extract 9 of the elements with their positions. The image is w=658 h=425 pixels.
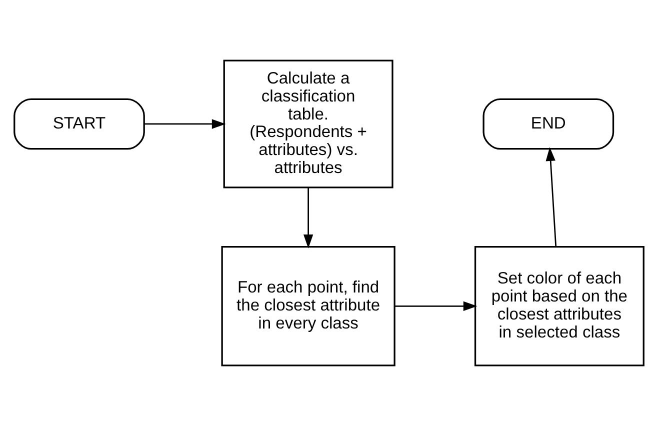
node-box: Calculate a classification table. (Respondents + attributes) vs. attributes — [223, 59, 394, 188]
node-box: For each point, find the closest attribute in every class — [221, 245, 396, 366]
node-box: START — [14, 98, 145, 150]
node-box: Set color of each point based on the closest attributes in selected class — [474, 245, 644, 366]
arrow — [303, 187, 314, 248]
arrow — [394, 300, 478, 310]
arrow — [144, 118, 226, 128]
arrow — [546, 146, 557, 246]
node-box: END — [482, 98, 614, 150]
